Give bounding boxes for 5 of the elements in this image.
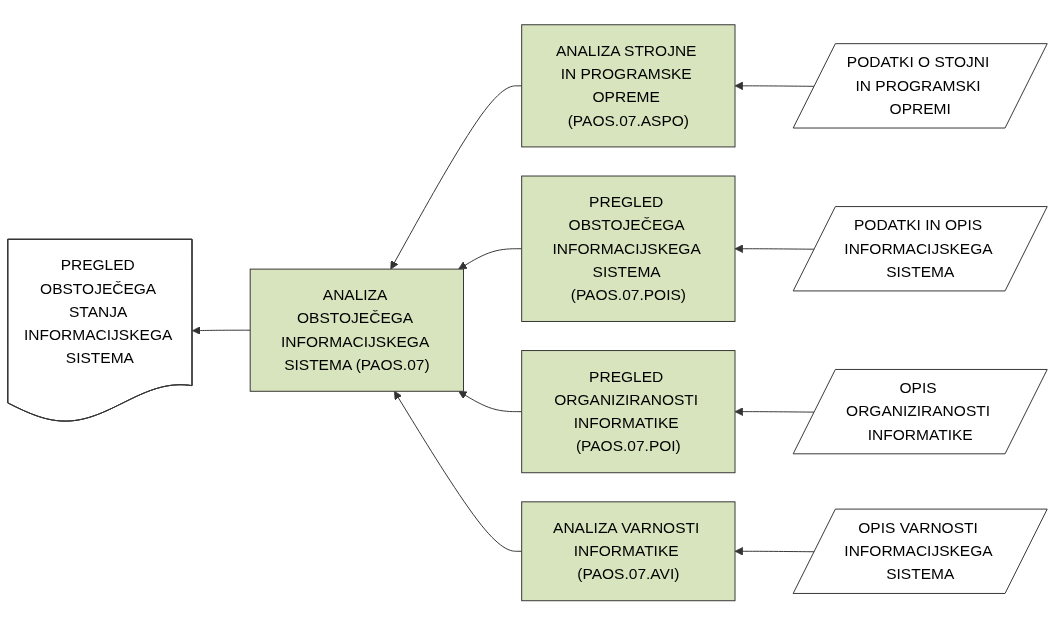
node-box: PREGLED OBSTOJEČEGA INFORMACIJSKEGA SISTEMA (PAOS.07.POIS) [521,175,736,322]
node-box: ANALIZA VARNOSTI INFORMATIKE (PAOS.07.AVI) [521,501,736,601]
node-box: ANALIZA STROJNE IN PROGRAMSKE OPREME (PAOS.07.ASPO) [521,24,736,148]
node-box: ANALIZA OBSTOJEČEGA INFORMACIJSKEGA SISTEMA (PAOS.07) [249,268,464,392]
node-box: PREGLED ORGANIZIRANOSTI INFORMATIKE (PAOS.07.POI) [521,349,736,473]
